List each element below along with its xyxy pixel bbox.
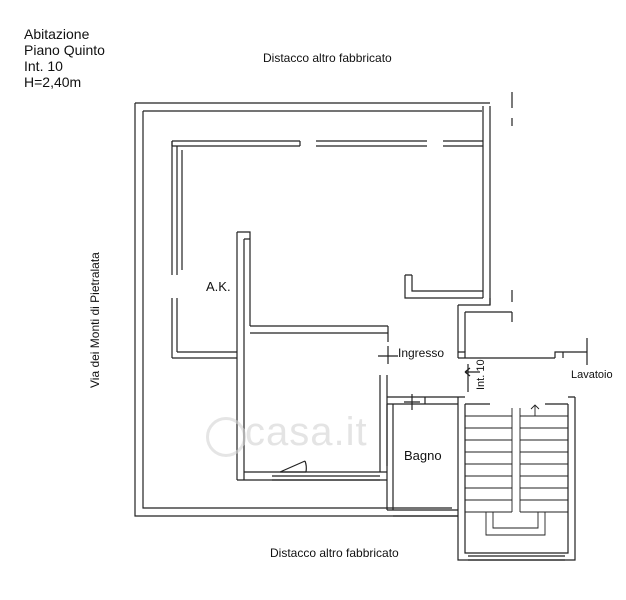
wall-bath-bottom: [387, 509, 458, 517]
top-window-middle: [316, 140, 427, 147]
bottom-distance-label: Distacco altro fabbricato: [270, 546, 399, 560]
entry-mark: [378, 346, 398, 364]
stair-walls: [457, 396, 576, 561]
wall-living-top: [250, 325, 389, 342]
watermark-logo-icon: [206, 417, 246, 457]
header-line-1: Abitazione: [24, 26, 90, 42]
watermark: casa.it: [245, 410, 368, 454]
wall-bath-left: [386, 404, 394, 510]
wall-right-upper: [482, 106, 491, 305]
top-window-left: [171, 140, 301, 147]
wall-kitchen-left: [236, 231, 251, 480]
room-label-bagno: Bagno: [404, 448, 442, 463]
terrace-outline: [134, 102, 490, 517]
stair-arrow: [530, 404, 540, 416]
bath-mark: [404, 394, 420, 410]
header-line-4: H=2,40m: [24, 74, 82, 90]
top-window-right: [443, 140, 483, 147]
wall-living-right: [379, 375, 388, 472]
header-line-3: Int. 10: [24, 58, 63, 74]
wall-bath-top: [387, 396, 458, 405]
stair-treads: [465, 408, 568, 536]
header-line-2: Piano Quinto: [24, 42, 105, 58]
room-label-ingresso: Ingresso: [398, 346, 445, 360]
street-label: Via dei Monti di Pietralata: [88, 252, 102, 388]
wall-notch: [404, 274, 483, 299]
left-window-lower: [171, 298, 178, 358]
door-swing: [279, 460, 307, 473]
stair-window: [468, 555, 565, 561]
int-arrow: [464, 364, 480, 392]
landing-line: [458, 338, 588, 365]
interno-label: Int. 10: [475, 359, 487, 390]
wall-entrance: [457, 298, 512, 358]
left-window-upper: [171, 141, 183, 275]
terrace-inner-line: [142, 110, 482, 509]
top-distance-label: Distacco altro fabbricato: [263, 51, 392, 65]
wall-kitchen-bottom: [172, 351, 237, 359]
living-window: [272, 471, 380, 481]
room-label-lavatoio: Lavatoio: [571, 369, 613, 381]
room-label-ak: A.K.: [206, 279, 231, 294]
